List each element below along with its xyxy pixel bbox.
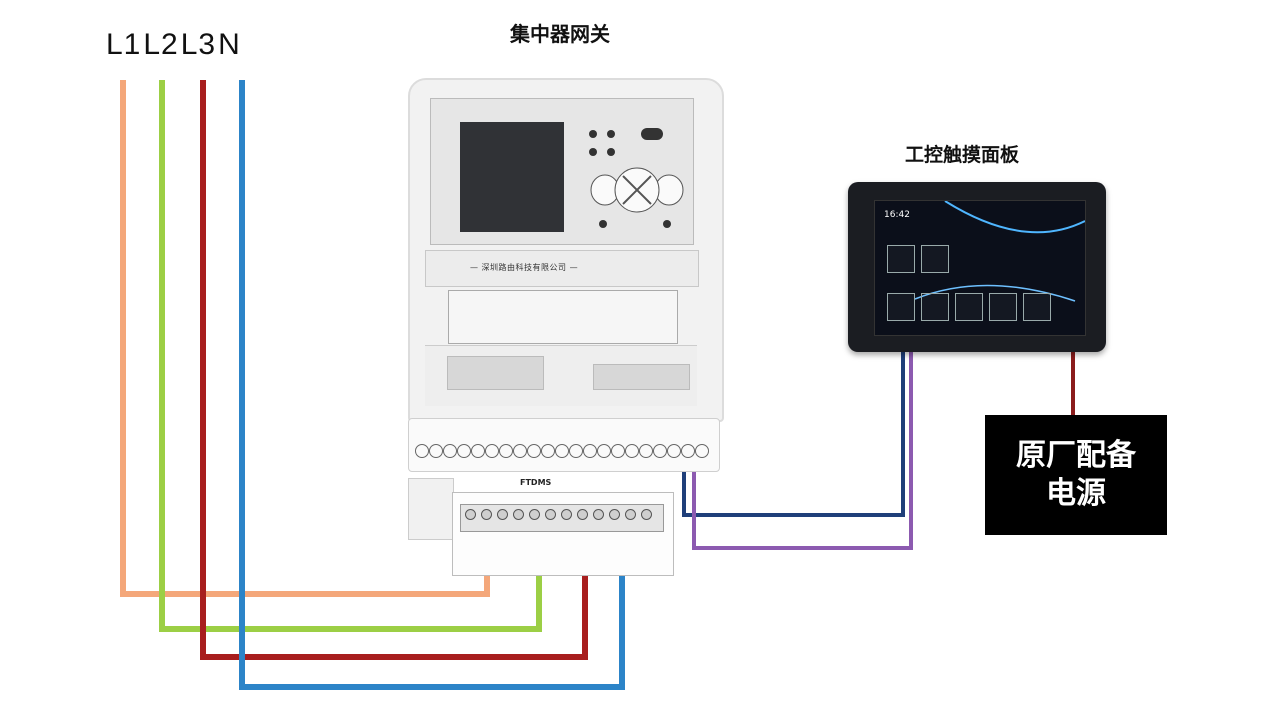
meter-base-left — [408, 478, 454, 540]
terminal-label: FTDMS — [520, 478, 552, 487]
meter-buttons — [589, 128, 684, 228]
phase-label-l3: L3 — [180, 28, 217, 61]
wire-rs485-b — [692, 352, 913, 550]
phase-label-l1: L1 — [106, 28, 142, 61]
panel-tile — [989, 293, 1017, 321]
signal-terminal-block — [408, 418, 720, 472]
wire-n — [239, 80, 625, 690]
power-supply-box: 原厂配备 电源 — [985, 415, 1167, 535]
meter-nameplate — [448, 290, 678, 344]
panel-tile — [921, 293, 949, 321]
panel-title: 工控触摸面板 — [905, 144, 1020, 166]
panel-tile — [887, 245, 915, 273]
meter-lower-section — [425, 345, 697, 406]
panel-clock: 16:42 — [884, 210, 910, 220]
power-label-line1: 原厂配备 — [1016, 438, 1136, 473]
company-name: — 深圳路由科技有限公司 — — [470, 263, 579, 272]
touch-panel-screen — [874, 200, 1086, 336]
meter-slot-left — [447, 356, 544, 390]
panel-tile — [887, 293, 915, 321]
panel-tile — [955, 293, 983, 321]
panel-tile — [921, 245, 949, 273]
wire-rs485-a — [682, 352, 905, 517]
screw-row — [460, 504, 664, 532]
power-label-line2: 电源 — [1046, 476, 1106, 511]
phase-label-n: N — [218, 28, 241, 61]
wire-l2 — [159, 80, 542, 632]
wire-l3 — [200, 80, 588, 660]
phase-label-l2: L2 — [143, 28, 179, 61]
phase-labels: L1L2L3N — [106, 28, 243, 62]
panel-tile — [1023, 293, 1051, 321]
meter-brand-window — [425, 250, 699, 287]
meter-slot-right — [593, 364, 690, 390]
meter-lcd-screen — [460, 122, 564, 232]
gateway-title: 集中器网关 — [510, 22, 610, 46]
